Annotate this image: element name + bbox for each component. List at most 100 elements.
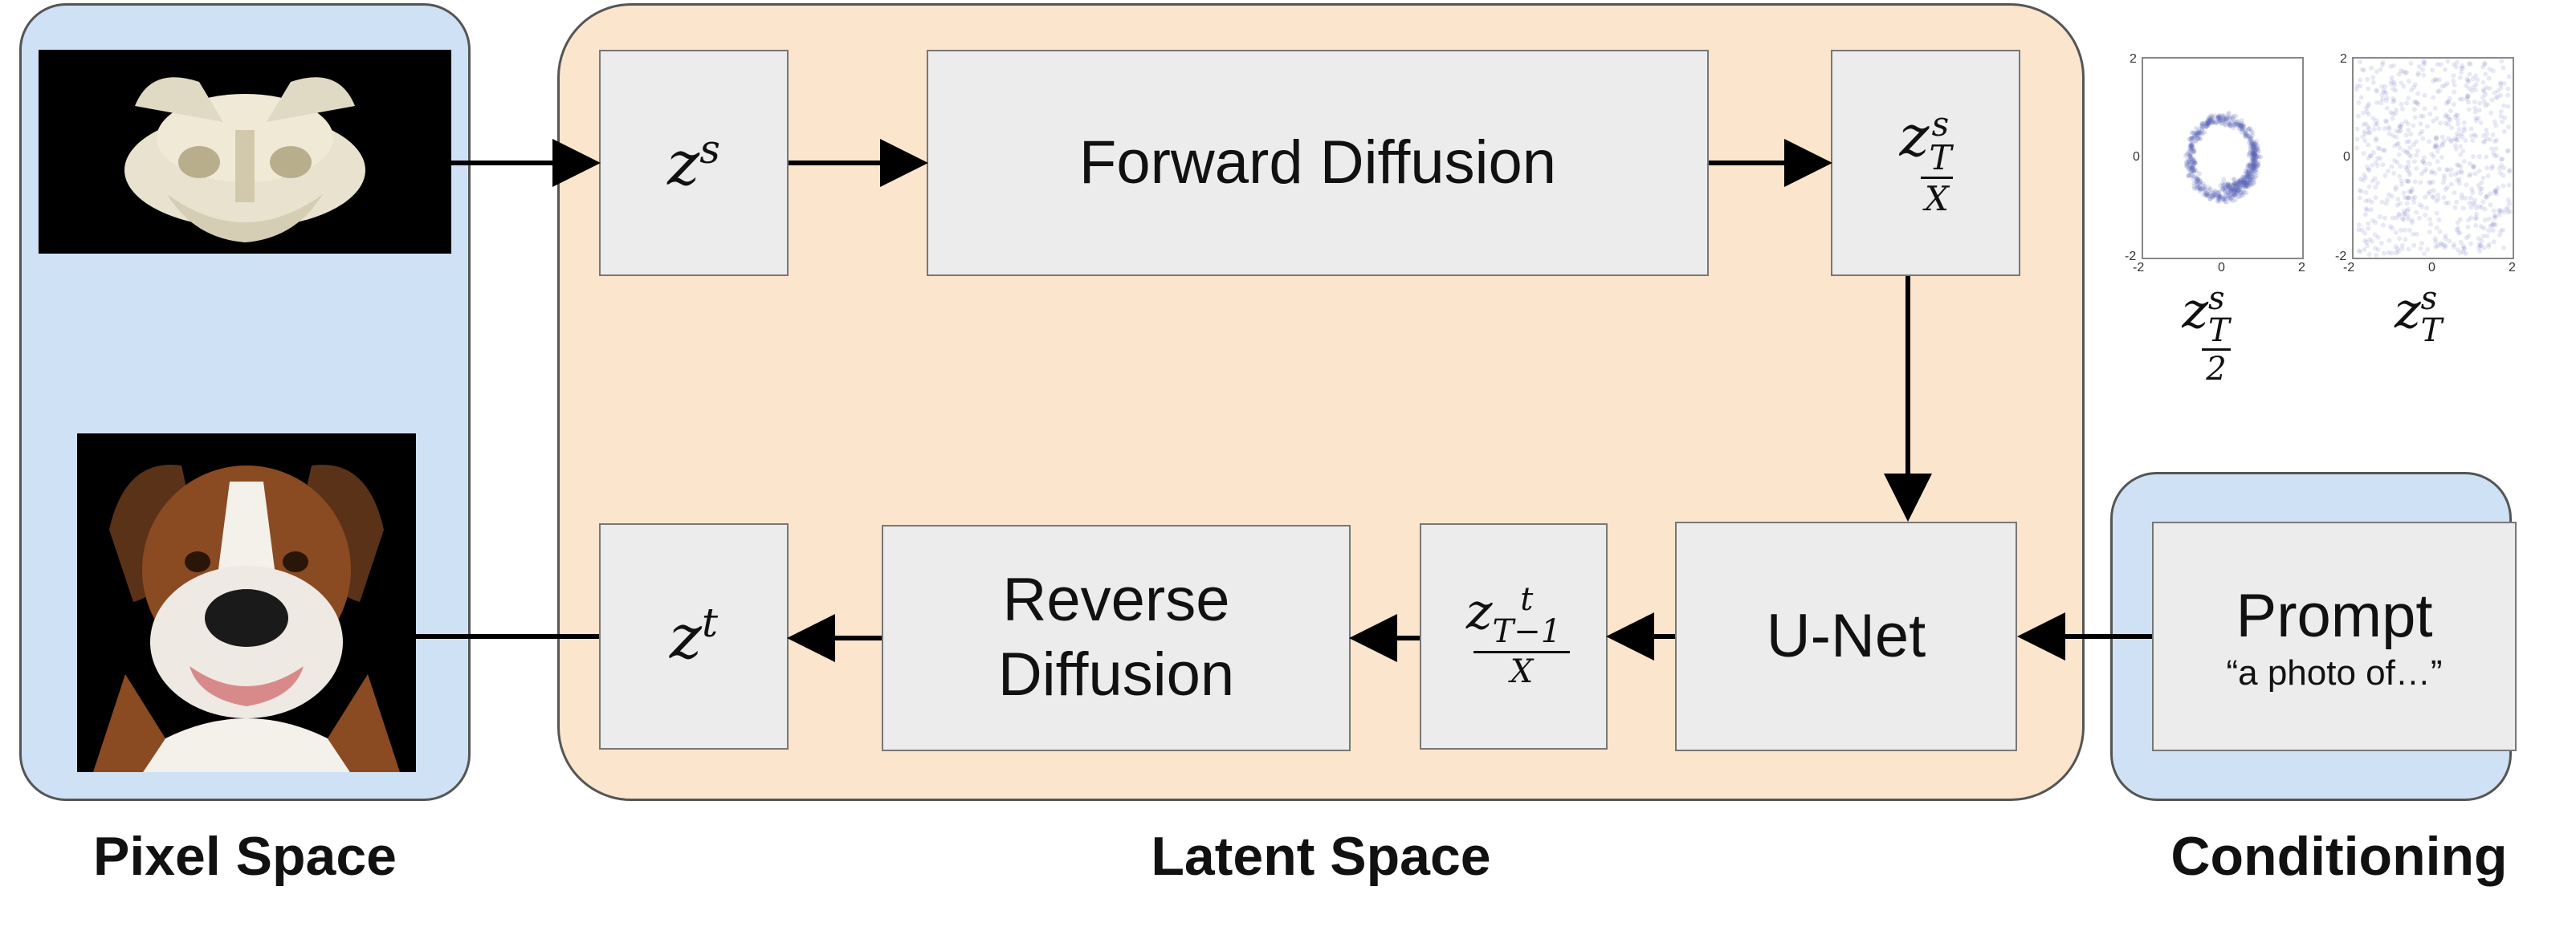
- scatter-point: [2207, 187, 2213, 193]
- scatter-point: [2398, 164, 2403, 169]
- scatter-point: [2252, 156, 2258, 161]
- scatter-point: [2247, 174, 2252, 180]
- scatter-point: [2478, 242, 2484, 248]
- scatter-point: [2366, 124, 2371, 130]
- scatter-point: [2249, 140, 2255, 145]
- scatter-point: [2418, 113, 2423, 119]
- scatter-point: [2222, 197, 2228, 202]
- scatter-point: [2477, 100, 2483, 106]
- scatter-point: [2252, 165, 2257, 170]
- scatter-point: [2244, 180, 2249, 185]
- scatter-point: [2199, 123, 2205, 128]
- scatter-point: [2379, 199, 2385, 205]
- scatter-point: [2366, 126, 2371, 132]
- scatter-point: [2408, 189, 2414, 194]
- scatter-point: [2455, 177, 2460, 183]
- scatter-point: [2188, 157, 2194, 162]
- scatter-point: [2252, 160, 2258, 165]
- scatter-point: [2252, 151, 2257, 157]
- scatter-point: [2366, 129, 2371, 135]
- scatter-point: [2240, 182, 2245, 188]
- scatter-point: [2477, 186, 2483, 192]
- scatter-point: [2449, 125, 2455, 131]
- scatter-point: [2195, 185, 2200, 191]
- scatter-point: [2480, 175, 2486, 181]
- scatter-point: [2400, 216, 2406, 222]
- scatter-point: [2248, 140, 2254, 145]
- scatter-point: [2251, 150, 2256, 156]
- scatter-point: [2245, 180, 2251, 185]
- scatter-point: [2242, 174, 2248, 180]
- scatter-point: [2251, 150, 2256, 156]
- scatter-point: [2221, 197, 2227, 202]
- scatter-point: [2374, 137, 2379, 143]
- boxer-dog-illustration: [77, 433, 416, 772]
- scatter-point: [2408, 132, 2414, 137]
- scatter-point: [2406, 128, 2411, 133]
- scatter-point: [2239, 189, 2244, 195]
- zs-symbol: zs: [667, 125, 720, 199]
- scatter-point: [2253, 173, 2259, 179]
- scatter-point: [2423, 167, 2429, 173]
- scatter-point: [2247, 177, 2252, 182]
- scatter-point: [2223, 115, 2229, 120]
- scatter-point: [2186, 161, 2191, 166]
- scatter-point: [2231, 191, 2236, 197]
- scatter-point: [2391, 63, 2397, 68]
- scatter-point: [2413, 139, 2419, 144]
- scatter-point: [2242, 184, 2248, 189]
- scatter-point: [2453, 64, 2459, 70]
- scatter-point: [2444, 167, 2449, 173]
- scatter-point: [2401, 190, 2407, 196]
- scatter-point: [2411, 84, 2417, 90]
- scatter-point: [2506, 169, 2512, 174]
- scatter-point: [2492, 215, 2497, 221]
- scatter-point: [2369, 199, 2374, 205]
- tick-left-x-left: -2: [2133, 261, 2144, 274]
- scatter-point: [2480, 234, 2486, 239]
- scatter-point: [2396, 211, 2402, 217]
- scatter-point: [2244, 180, 2250, 185]
- scatter-point: [2488, 191, 2493, 197]
- scatter-point: [2186, 157, 2191, 162]
- scatter-point: [2234, 183, 2240, 189]
- scatter-point: [2492, 119, 2497, 124]
- scatter-point: [2219, 121, 2224, 127]
- scatter-point: [2468, 62, 2473, 67]
- scatter-point: [2403, 165, 2409, 170]
- scatter-point: [2250, 157, 2256, 163]
- scatter-point: [2468, 241, 2473, 246]
- scatter-point: [2488, 110, 2494, 116]
- scatter-point: [2435, 192, 2441, 197]
- scatter-point: [2421, 59, 2427, 64]
- scatter-point: [2187, 145, 2193, 151]
- scatter-point: [2203, 192, 2209, 197]
- tick-right-y-bot: -2: [2335, 250, 2346, 263]
- scatter-point: [2445, 99, 2451, 104]
- scatter-point: [2360, 110, 2366, 116]
- scatter-point: [2476, 154, 2482, 160]
- scatter-point: [2197, 185, 2203, 191]
- scatter-point: [2191, 130, 2197, 136]
- scatter-point: [2249, 157, 2255, 162]
- scatter-point: [2486, 216, 2492, 222]
- scatter-point: [2417, 131, 2423, 136]
- scatter-point: [2228, 123, 2233, 128]
- scatter-point: [2407, 227, 2412, 233]
- tick-right-y-top: 2: [2340, 52, 2347, 66]
- scatter-point: [2255, 147, 2260, 152]
- scatter-point: [2377, 146, 2382, 152]
- scatter-point: [2251, 157, 2256, 162]
- scatter-point: [2359, 227, 2365, 233]
- scatter-point: [2238, 190, 2244, 196]
- scatter-point: [2184, 161, 2190, 167]
- scatter-point: [2245, 127, 2251, 132]
- scatter-point: [2237, 185, 2243, 190]
- scatter-point: [2501, 103, 2507, 108]
- scatter-point: [2477, 248, 2483, 254]
- scatter-point: [2227, 115, 2232, 120]
- scatter-point: [2451, 102, 2456, 108]
- scatter-point: [2241, 175, 2247, 181]
- scatter-point: [2248, 144, 2253, 149]
- scatter-point: [2488, 137, 2493, 143]
